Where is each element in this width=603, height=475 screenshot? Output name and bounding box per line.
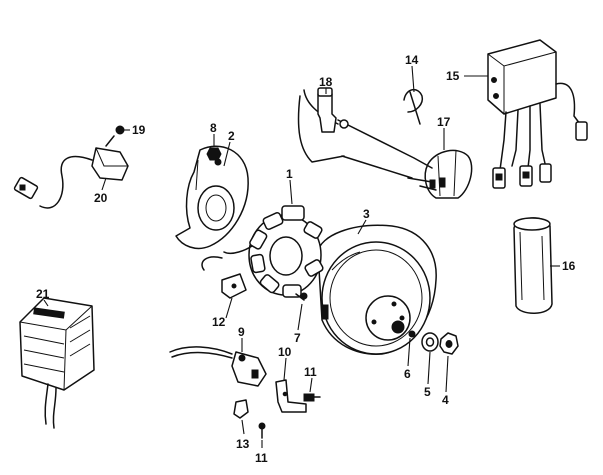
callout-3: 3 bbox=[363, 207, 370, 221]
screw-11-lower bbox=[258, 422, 266, 439]
callout-5: 5 bbox=[424, 385, 431, 399]
clip-13 bbox=[233, 399, 249, 419]
callout-19: 19 bbox=[132, 123, 146, 137]
bracket-12 bbox=[221, 273, 247, 299]
callout-1: 1 bbox=[286, 167, 293, 181]
key-6 bbox=[408, 330, 416, 338]
spark-plug-cap bbox=[317, 87, 337, 133]
callout-9: 9 bbox=[238, 325, 245, 339]
callout-14: 14 bbox=[405, 53, 419, 67]
stator-plate bbox=[175, 145, 249, 250]
callout-11b: 11 bbox=[255, 451, 268, 465]
callout-17: 17 bbox=[437, 115, 451, 129]
sleeve-16 bbox=[513, 217, 553, 314]
callout-7: 7 bbox=[294, 331, 301, 345]
callout-11a: 11 bbox=[304, 365, 317, 379]
callout-4: 4 bbox=[442, 393, 449, 407]
callout-13: 13 bbox=[236, 437, 250, 451]
washer-5 bbox=[421, 332, 439, 352]
stator bbox=[201, 205, 324, 300]
ignition-coil bbox=[407, 149, 473, 199]
sensor-20 bbox=[13, 147, 129, 209]
callout-15: 15 bbox=[446, 69, 460, 83]
callout-16: 16 bbox=[562, 259, 576, 273]
callout-2: 2 bbox=[228, 129, 235, 143]
screw-19 bbox=[105, 125, 125, 147]
flywheel bbox=[317, 224, 437, 355]
callout-8: 8 bbox=[210, 121, 217, 135]
leader-lines bbox=[43, 65, 560, 448]
nut-4 bbox=[439, 332, 459, 355]
screw-11-upper bbox=[303, 393, 321, 402]
callout-18: 18 bbox=[319, 75, 333, 89]
bracket-10 bbox=[275, 379, 307, 413]
callout-10: 10 bbox=[278, 345, 292, 359]
cdi-box bbox=[487, 39, 588, 189]
callout-labels: 1 2 3 4 5 6 7 8 9 10 11 11 12 13 14 15 1… bbox=[36, 53, 576, 465]
callout-12: 12 bbox=[212, 315, 226, 329]
bolt-7 bbox=[295, 293, 305, 301]
trigger-coil-9 bbox=[169, 346, 267, 387]
high-tension-lead bbox=[297, 89, 433, 179]
clip-14 bbox=[403, 88, 424, 125]
callout-21: 21 bbox=[36, 287, 50, 301]
bolt-8 bbox=[206, 147, 222, 161]
callout-6: 6 bbox=[404, 367, 411, 381]
callout-20: 20 bbox=[94, 191, 108, 205]
regulator-21 bbox=[19, 297, 95, 429]
